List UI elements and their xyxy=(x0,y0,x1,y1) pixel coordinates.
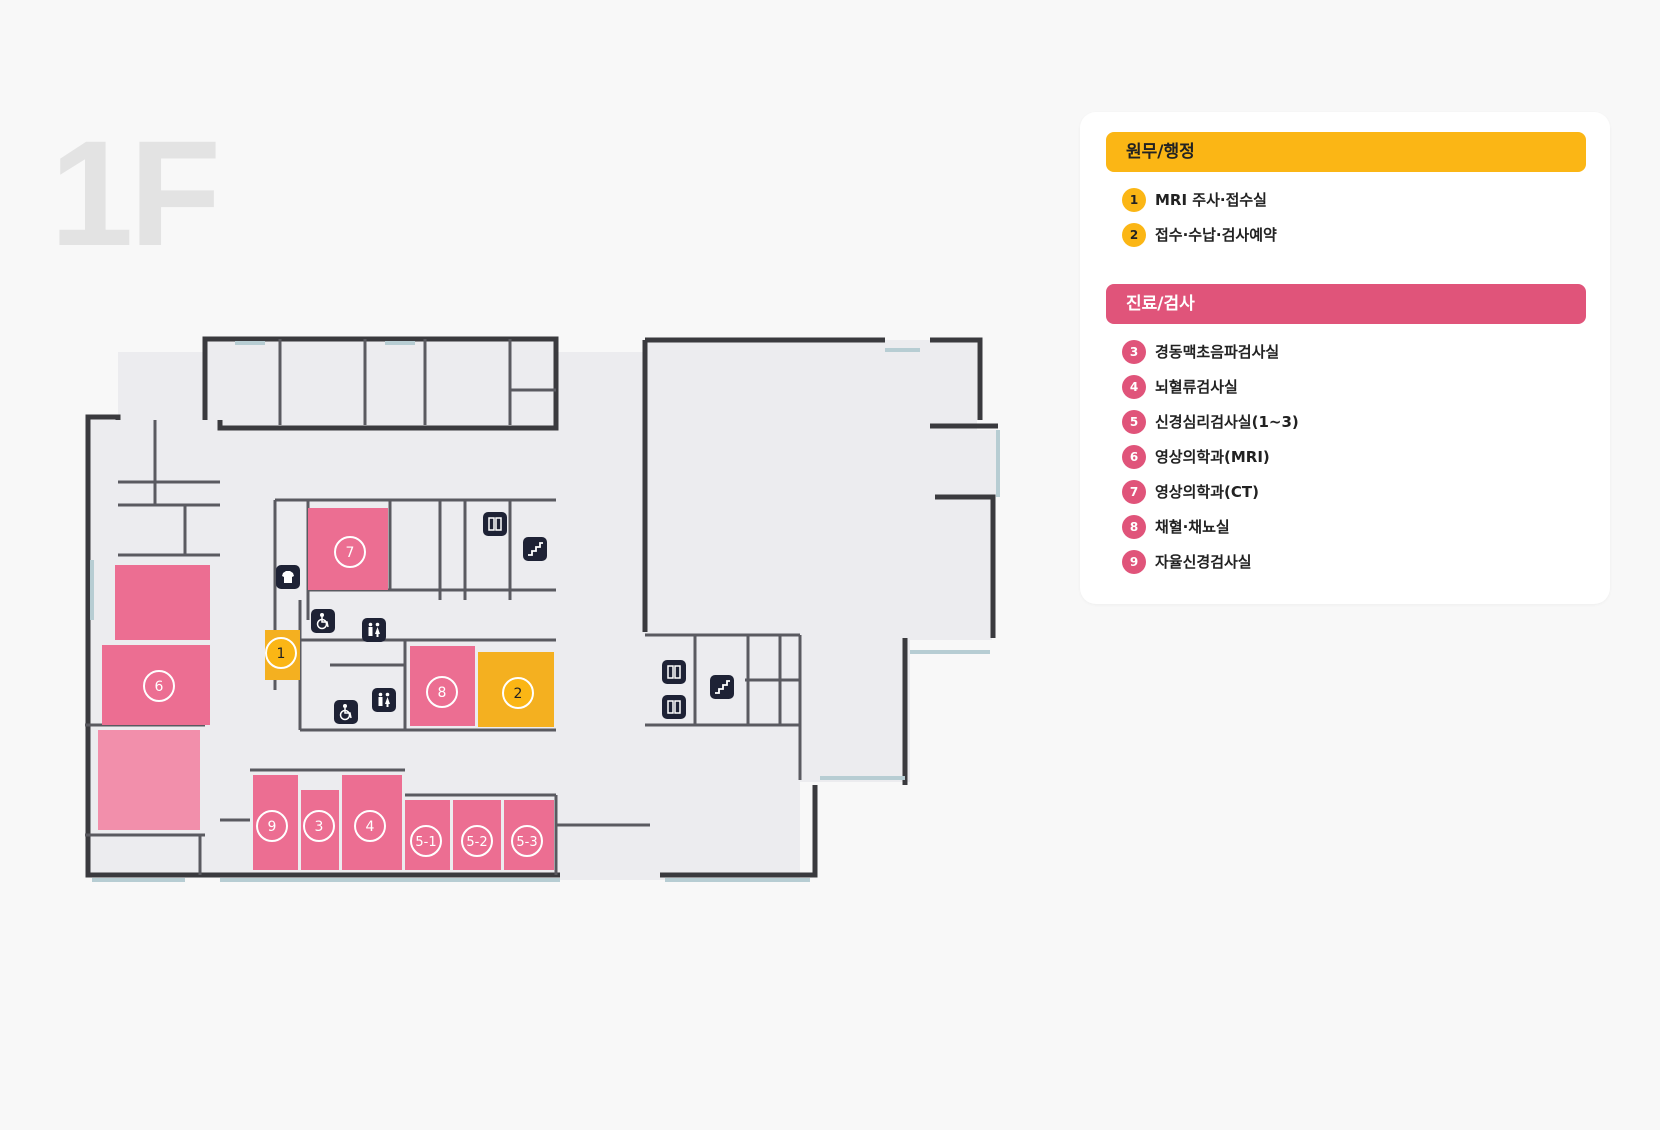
legend-panel: 원무/행정 1 MRI 주사·접수실 2 접수·수납·검사예약 진료/검사 3 … xyxy=(1080,112,1610,604)
legend-item-label: MRI 주사·접수실 xyxy=(1155,191,1267,209)
svg-text:5-1: 5-1 xyxy=(415,835,436,850)
room-marker-5-2[interactable]: 5-2 xyxy=(461,825,493,857)
legend-item-label: 채혈·채뇨실 xyxy=(1155,518,1230,536)
elevator-icon[interactable] xyxy=(662,660,686,684)
room-marker-3[interactable]: 3 xyxy=(303,810,335,842)
room-9-autonomic[interactable] xyxy=(253,775,298,870)
legend-item[interactable]: 6 영상의학과(MRI) xyxy=(1122,439,1582,474)
restroom-icon[interactable] xyxy=(362,618,386,642)
group-header-admin: 원무/행정 xyxy=(1106,132,1586,172)
legend-item[interactable]: 7 영상의학과(CT) xyxy=(1122,474,1582,509)
facility-icons xyxy=(276,512,734,724)
svg-text:8: 8 xyxy=(438,685,447,701)
legend-list-admin: 1 MRI 주사·접수실 2 접수·수납·검사예약 xyxy=(1122,182,1582,252)
number-badge: 5 xyxy=(1122,409,1146,434)
number-badge: 4 xyxy=(1122,374,1146,399)
number-badge: 2 xyxy=(1122,222,1146,247)
room-5-2[interactable] xyxy=(453,800,501,870)
interior-walls xyxy=(85,339,802,875)
legend-item[interactable]: 9 자율신경검사실 xyxy=(1122,544,1582,579)
number-badge: 3 xyxy=(1122,339,1146,364)
stairs-icon[interactable] xyxy=(523,537,547,561)
number-badge: 8 xyxy=(1122,514,1146,539)
svg-text:6: 6 xyxy=(155,679,164,695)
legend-item-label: 자율신경검사실 xyxy=(1155,553,1252,571)
floor-plan: 1 2 3 4 5-1 5-2 5-3 6 xyxy=(85,336,1000,882)
room-6-mri-upper[interactable] xyxy=(115,565,210,640)
number-badge: 6 xyxy=(1122,444,1146,469)
legend-item[interactable]: 8 채혈·채뇨실 xyxy=(1122,509,1582,544)
svg-text:5-2: 5-2 xyxy=(466,835,487,850)
svg-text:9: 9 xyxy=(268,819,277,835)
room-6-mri[interactable] xyxy=(102,645,210,725)
room-markers: 1 2 3 4 5-1 5-2 5-3 6 xyxy=(143,536,543,857)
floor-map: 1 2 3 4 5-1 5-2 5-3 6 xyxy=(85,336,1000,882)
legend-item[interactable]: 4 뇌혈류검사실 xyxy=(1122,369,1582,404)
room-8-blood[interactable] xyxy=(410,646,475,726)
accessible-restroom-icon[interactable] xyxy=(311,609,335,633)
legend-item-label: 신경심리검사실(1~3) xyxy=(1155,413,1299,431)
svg-text:1: 1 xyxy=(277,646,286,662)
legend-list-clinic: 3 경동맥초음파검사실 4 뇌혈류검사실 5 신경심리검사실(1~3) 6 영상… xyxy=(1122,334,1582,579)
room-marker-5-3[interactable]: 5-3 xyxy=(511,825,543,857)
floor-slab xyxy=(88,337,1000,880)
room-marker-7[interactable]: 7 xyxy=(334,536,366,568)
room-marker-9[interactable]: 9 xyxy=(256,810,288,842)
room-4-blood-flow[interactable] xyxy=(342,775,402,870)
legend-item-label: 영상의학과(CT) xyxy=(1155,483,1259,501)
legend-item[interactable]: 1 MRI 주사·접수실 xyxy=(1122,182,1582,217)
legend-item-label: 접수·수납·검사예약 xyxy=(1155,226,1277,244)
room-marker-6[interactable]: 6 xyxy=(143,670,175,702)
room-marker-5-1[interactable]: 5-1 xyxy=(410,825,442,857)
number-badge: 9 xyxy=(1122,549,1146,574)
glazing xyxy=(90,341,1000,882)
floor-label: 1F xyxy=(50,109,221,277)
legend-item[interactable]: 3 경동맥초음파검사실 xyxy=(1122,334,1582,369)
svg-text:3: 3 xyxy=(315,819,324,835)
room-marker-4[interactable]: 4 xyxy=(354,810,386,842)
elevator-icon[interactable] xyxy=(483,512,507,536)
room-marker-2[interactable]: 2 xyxy=(502,677,534,709)
room-marker-8[interactable]: 8 xyxy=(426,676,458,708)
number-badge: 1 xyxy=(1122,187,1146,212)
accessible-restroom-icon[interactable] xyxy=(334,700,358,724)
restroom-icon[interactable] xyxy=(372,688,396,712)
svg-text:4: 4 xyxy=(366,819,375,835)
room-marker-1[interactable]: 1 xyxy=(265,637,297,669)
legend-item[interactable]: 2 접수·수납·검사예약 xyxy=(1122,217,1582,252)
legend-item-label: 경동맥초음파검사실 xyxy=(1155,343,1280,361)
stairs-icon[interactable] xyxy=(710,675,734,699)
elevator-icon[interactable] xyxy=(662,695,686,719)
changing-room-icon[interactable] xyxy=(276,565,300,589)
room-6-mri-lower[interactable] xyxy=(98,730,200,830)
svg-text:2: 2 xyxy=(514,686,523,702)
group-header-clinic: 진료/검사 xyxy=(1106,284,1586,324)
number-badge: 7 xyxy=(1122,479,1146,504)
legend-item[interactable]: 5 신경심리검사실(1~3) xyxy=(1122,404,1582,439)
room-7-ct[interactable] xyxy=(308,508,388,590)
exterior-walls xyxy=(85,336,998,878)
svg-text:5-3: 5-3 xyxy=(516,835,537,850)
legend-item-label: 뇌혈류검사실 xyxy=(1155,378,1238,396)
legend-item-label: 영상의학과(MRI) xyxy=(1155,448,1270,466)
svg-text:7: 7 xyxy=(346,545,355,561)
